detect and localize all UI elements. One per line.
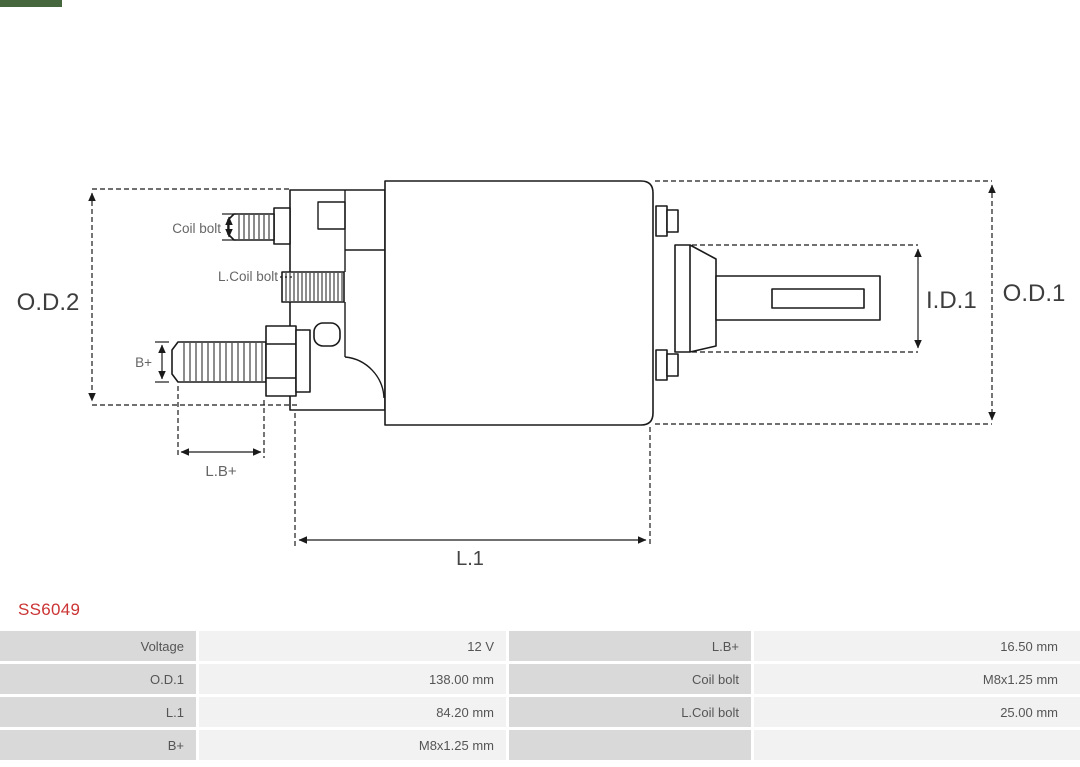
spec-label: L.Coil bolt <box>509 697 751 727</box>
spec-value: 16.50 mm <box>754 631 1080 661</box>
dimension-labels: O.D.2 O.D.1 I.D.1 Coil bolt L.Coil bolt … <box>17 221 1066 570</box>
spec-value <box>754 730 1080 760</box>
spec-value: 138.00 mm <box>199 664 506 694</box>
plunger-tab-bottom-inner <box>666 353 679 377</box>
flange-details <box>317 190 385 399</box>
spec-label: L.1 <box>0 697 196 727</box>
label-od2: O.D.2 <box>17 289 80 316</box>
spec-label: L.B+ <box>509 631 751 661</box>
shaft-slot <box>771 288 865 309</box>
spec-label: Coil bolt <box>509 664 751 694</box>
b-plus-washer <box>295 329 311 393</box>
spec-label <box>509 730 751 760</box>
dimension-lines <box>88 180 996 546</box>
spec-label: B+ <box>0 730 196 760</box>
terminal-cap <box>313 322 341 347</box>
coil-bolt-washer <box>273 207 291 245</box>
spec-label: Voltage <box>0 631 196 661</box>
spec-value: 12 V <box>199 631 506 661</box>
label-l-coil-bolt: L.Coil bolt <box>218 269 278 284</box>
plunger-cone <box>674 244 717 353</box>
b-plus-thread-hatching <box>183 343 263 381</box>
spec-value: 25.00 mm <box>754 697 1080 727</box>
solenoid-technical-drawing: O.D.2 O.D.1 I.D.1 Coil bolt L.Coil bolt … <box>17 180 1066 570</box>
plunger-tab-bottom-outer <box>655 349 668 381</box>
spec-table: Voltage 12 V L.B+ 16.50 mm O.D.1 138.00 … <box>0 631 1080 760</box>
label-l-b-plus: L.B+ <box>205 463 237 480</box>
b-plus-stud <box>171 341 267 383</box>
label-id1: I.D.1 <box>926 287 977 314</box>
solenoid-body <box>384 180 654 426</box>
plunger-tab-top-inner <box>666 209 679 233</box>
label-b-plus: B+ <box>135 355 152 370</box>
label-coil-bolt: Coil bolt <box>172 221 221 236</box>
spec-label: O.D.1 <box>0 664 196 694</box>
part-number: SS6049 <box>18 600 81 619</box>
plunger-tab-top-outer <box>655 205 668 237</box>
spec-value: M8x1.25 mm <box>199 730 506 760</box>
coil-bolt-stud <box>227 213 275 241</box>
coil-bolt-thread-hatching <box>238 215 270 239</box>
b-plus-nut <box>265 325 297 397</box>
label-l1: L.1 <box>456 548 484 570</box>
solenoid-outline <box>171 180 881 426</box>
l-coil-bolt-thread-hatching <box>285 273 343 301</box>
spec-value: M8x1.25 mm <box>754 664 1080 694</box>
label-od1: O.D.1 <box>1003 280 1066 307</box>
logo-strip <box>0 0 62 7</box>
spec-value: 84.20 mm <box>199 697 506 727</box>
